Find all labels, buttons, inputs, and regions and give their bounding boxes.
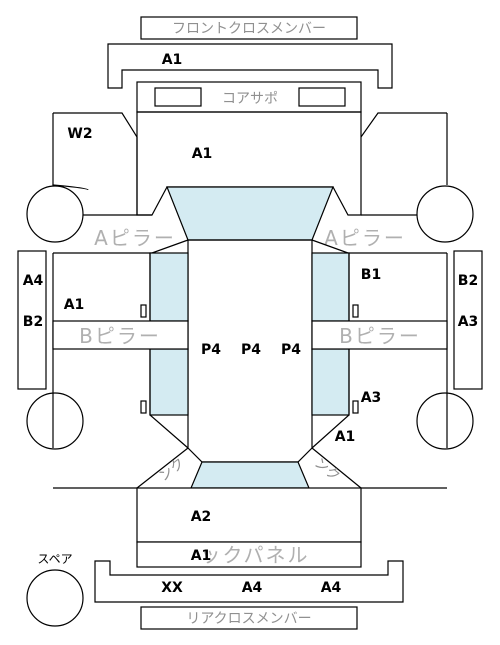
trunk-right-wedge	[311, 447, 362, 489]
front-member-grade: A1	[162, 52, 183, 68]
trunk-lid	[136, 487, 362, 543]
a-pillar-right-label: Aピラー	[324, 226, 406, 250]
trunk-left-wedge	[136, 447, 189, 489]
window-rear-left	[149, 348, 189, 416]
wheel-front-right	[416, 185, 474, 243]
rear-member-grade-3: A4	[321, 580, 342, 596]
rear-right-quarter-grade: A1	[335, 429, 356, 445]
front-left-fender-grade: W2	[67, 126, 92, 142]
trunk-grade: A2	[191, 509, 212, 525]
right-sill-grade-top: B2	[458, 273, 478, 289]
windshield	[166, 186, 334, 241]
core-support-label: コアサポ	[222, 91, 278, 107]
left-body-side	[52, 253, 189, 489]
spare-tire	[26, 569, 84, 627]
back-panel-label: ックパネル	[201, 543, 310, 567]
rear-cross-member-label: リアクロスメンバー	[186, 611, 311, 627]
headlight-right	[298, 87, 346, 107]
handle-rear-right	[352, 400, 359, 414]
b-pillar-left-box	[52, 320, 189, 350]
front-right-door-grade: B1	[361, 267, 381, 283]
left-sill-grade-bottom: B2	[23, 314, 43, 330]
a-pillar-left-label: Aピラー	[94, 226, 176, 250]
front-cross-member-box	[140, 16, 358, 40]
right-sill-grade-bottom: A3	[458, 314, 479, 330]
left-sill	[17, 250, 47, 390]
window-front-right	[311, 252, 350, 322]
rear-cross-member-box	[140, 606, 358, 630]
rear-window	[190, 461, 310, 489]
rear-right-door-grade: A3	[361, 390, 382, 406]
back-panel-grade: A1	[191, 548, 212, 564]
rear-member-outline	[94, 560, 404, 603]
front-left-door-grade: A1	[64, 297, 85, 313]
b-pillar-right-box	[311, 320, 448, 350]
front-member-outline	[107, 43, 393, 89]
roof-grade-1: P4	[201, 342, 221, 358]
right-sill	[453, 250, 483, 390]
b-pillar-right-label: Bピラー	[339, 324, 421, 348]
front-left-fender	[52, 112, 152, 216]
right-body-side	[311, 253, 448, 489]
headlight-left	[154, 87, 202, 107]
handle-front-right	[352, 304, 359, 318]
trunk-right-label: ンク	[311, 455, 343, 485]
rear-member-grade-2: A4	[242, 580, 263, 596]
wheel-rear-left	[26, 392, 84, 450]
window-rear-right	[311, 348, 350, 416]
b-pillar-left-label: Bピラー	[79, 324, 161, 348]
front-cross-member-label: フロントクロスメンバー	[172, 21, 326, 37]
back-panel-box	[136, 541, 362, 568]
handle-front-left	[140, 304, 147, 318]
window-front-left	[149, 252, 189, 322]
roof-grade-2: P4	[241, 342, 261, 358]
trunk-left-label: ンク	[156, 455, 188, 485]
spare-label: スペア	[37, 552, 72, 566]
wheel-rear-right	[416, 392, 474, 450]
left-sill-grade-top: A4	[23, 273, 44, 289]
bonnet-grade: A1	[192, 146, 213, 162]
handle-rear-left	[140, 400, 147, 414]
roof-grade-3: P4	[281, 342, 301, 358]
rear-member-grade-1: XX	[161, 580, 183, 596]
wheel-front-left	[26, 185, 84, 243]
